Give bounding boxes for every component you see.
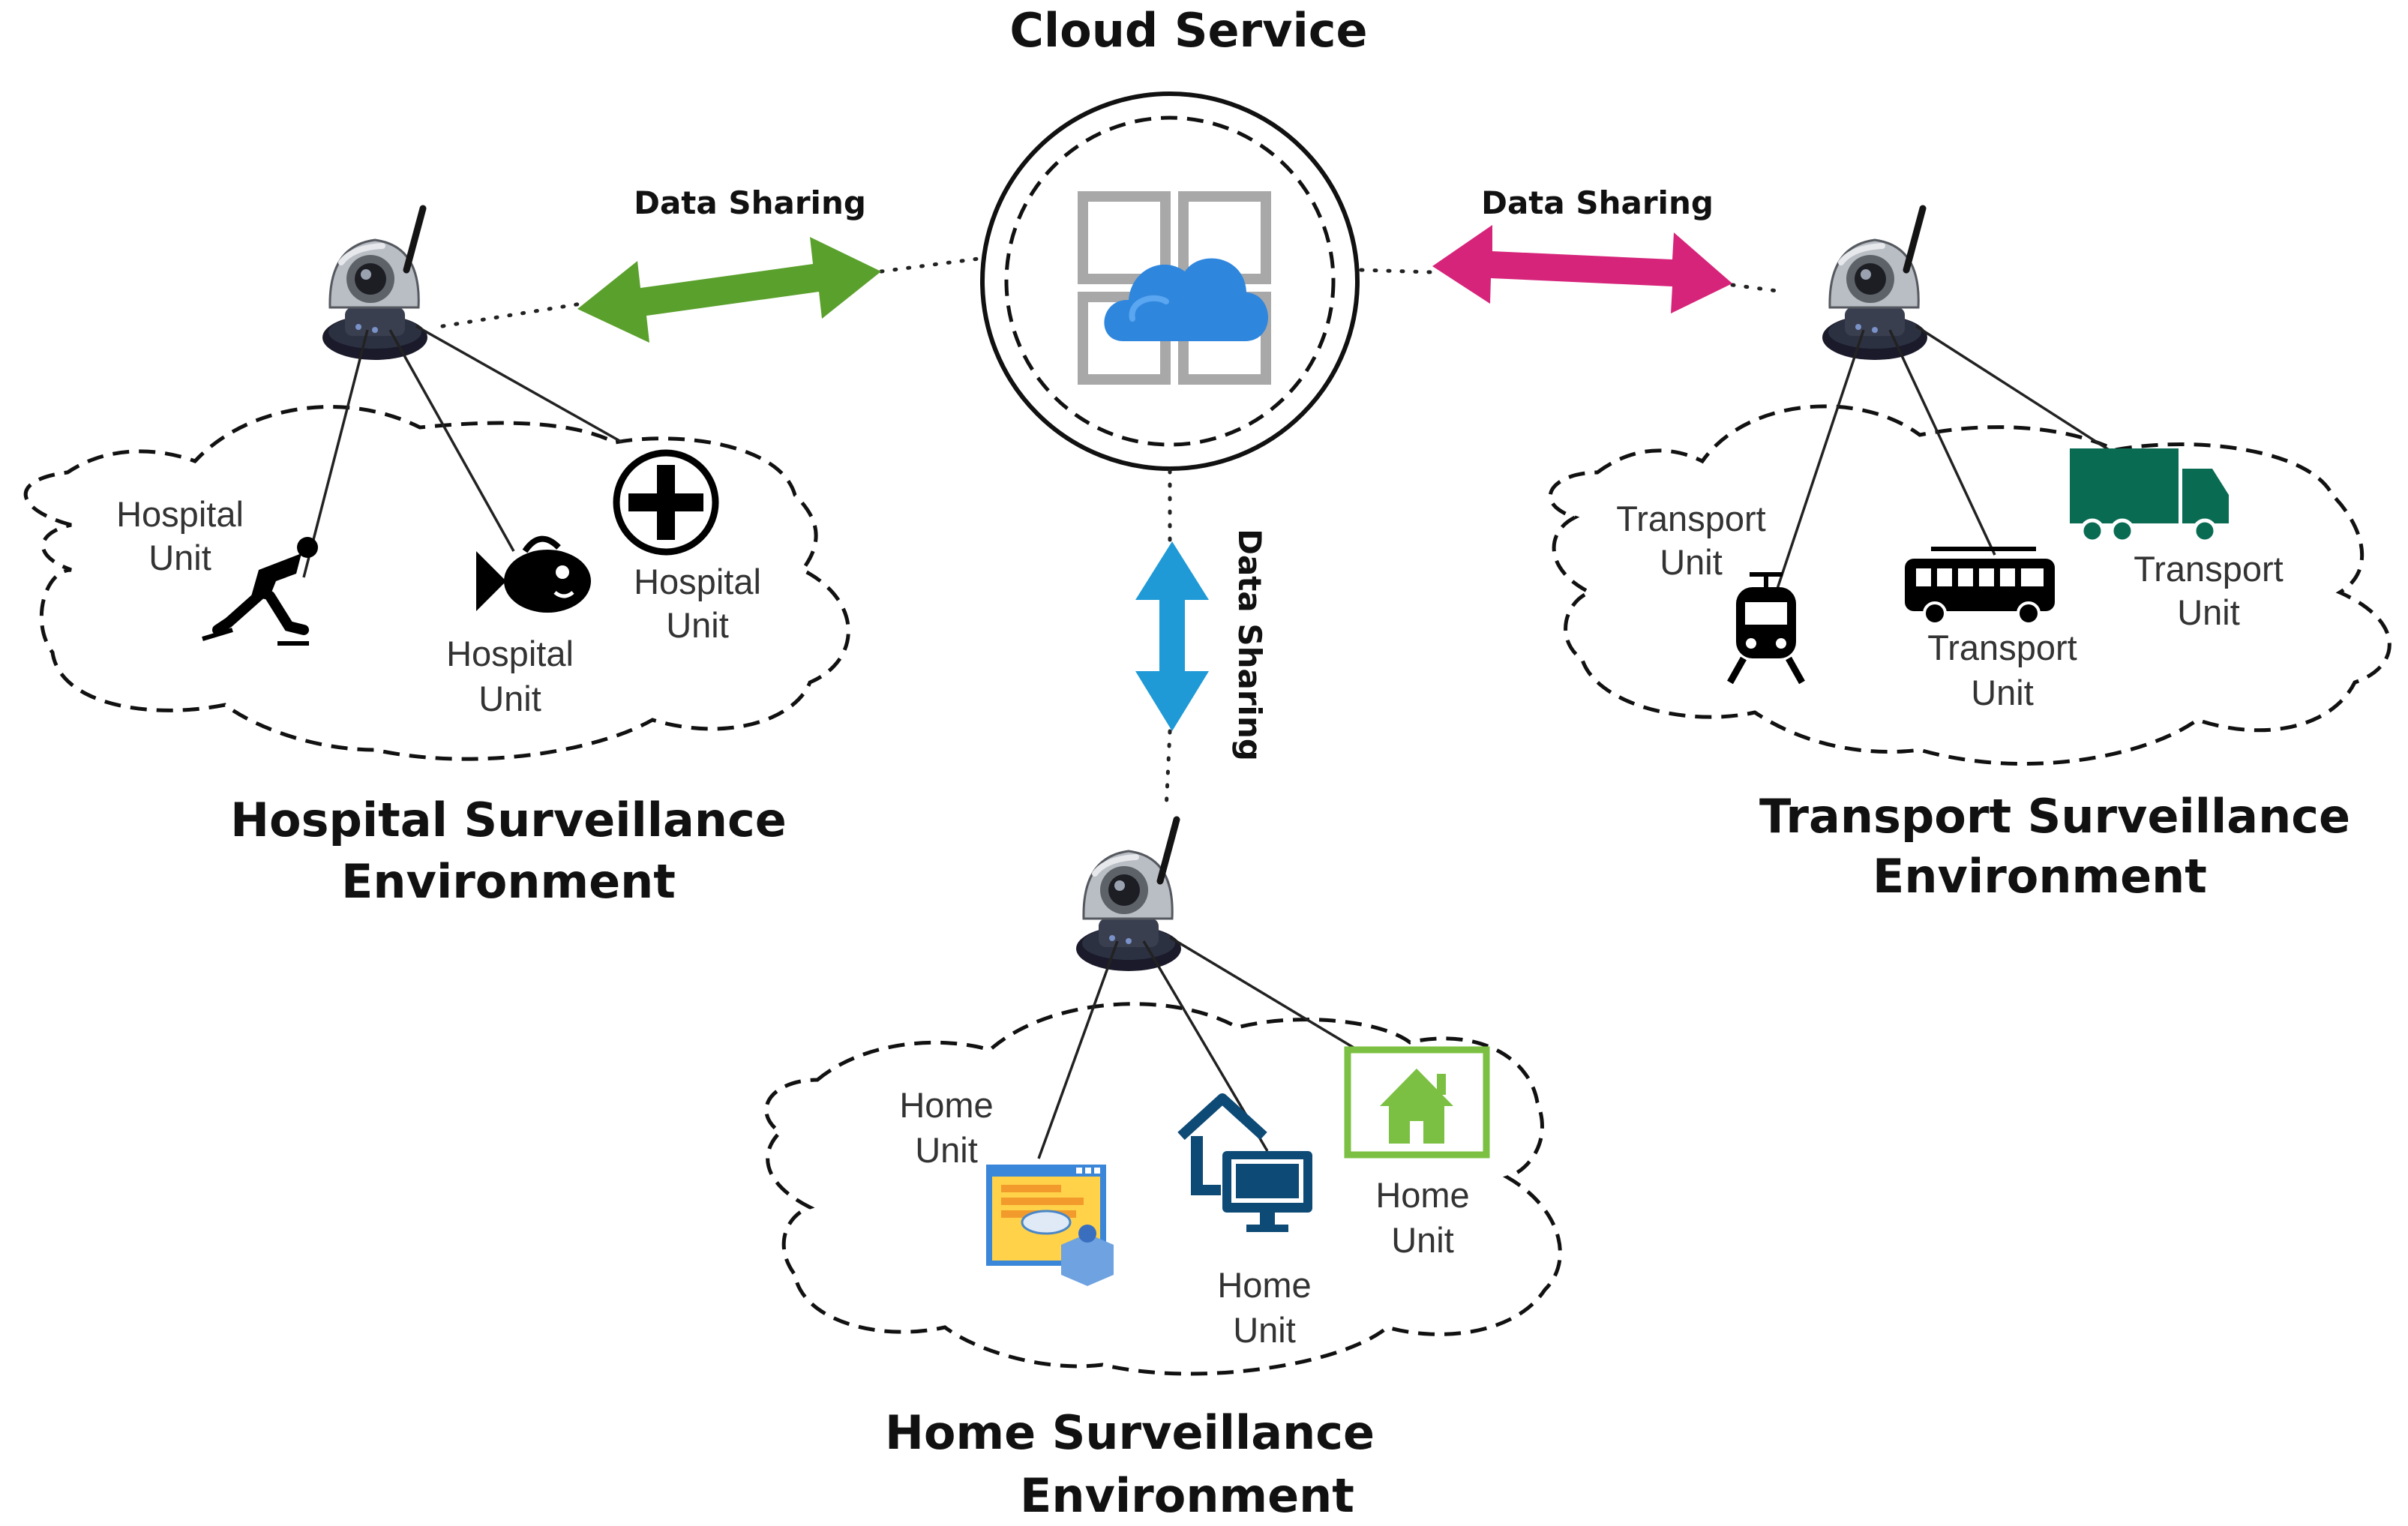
train-icon: [1727, 572, 1805, 685]
skater-icon: [202, 537, 318, 646]
cloud-service-outer-ring: [980, 91, 1360, 471]
hospital-data-sharing-arrow: [577, 237, 881, 343]
bus-icon: [1905, 547, 2055, 625]
transport-cloud-outline: [1548, 404, 2392, 766]
transport-data-sharing-label: Data Sharing: [1481, 184, 1714, 221]
home-data-sharing-arrow: [1135, 541, 1209, 731]
truck-icon: [2070, 448, 2229, 544]
medical-cross-icon: [613, 449, 719, 556]
home-computer-icon: [1177, 1093, 1312, 1232]
fish-icon: [476, 535, 591, 613]
cloud-service-node: Cloud Service: [980, 3, 1368, 471]
transport-camera-icon: [1822, 208, 1927, 360]
hospital-camera-icon: [322, 208, 427, 360]
home-camera-icon: [1076, 820, 1181, 971]
home-cloud-outline: [764, 1002, 1562, 1376]
cloud-app-icon: [1078, 191, 1271, 385]
hospital-data-sharing-label: Data Sharing: [634, 184, 866, 221]
green-house-icon: [1344, 1046, 1490, 1159]
home-data-sharing-link: Data Sharing: [1135, 529, 1268, 761]
web-app-icon: [986, 1165, 1114, 1286]
cloud-service-title: Cloud Service: [1009, 3, 1367, 58]
transport-data-sharing-arrow: [1432, 225, 1732, 313]
home-data-sharing-label: Data Sharing: [1231, 529, 1268, 761]
transport-data-sharing-link: Data Sharing: [1432, 184, 1732, 313]
cloud-service-inner-ring: [1004, 115, 1336, 447]
hospital-cloud-outline: [23, 404, 850, 761]
hospital-data-sharing-link: Data Sharing: [577, 184, 881, 343]
